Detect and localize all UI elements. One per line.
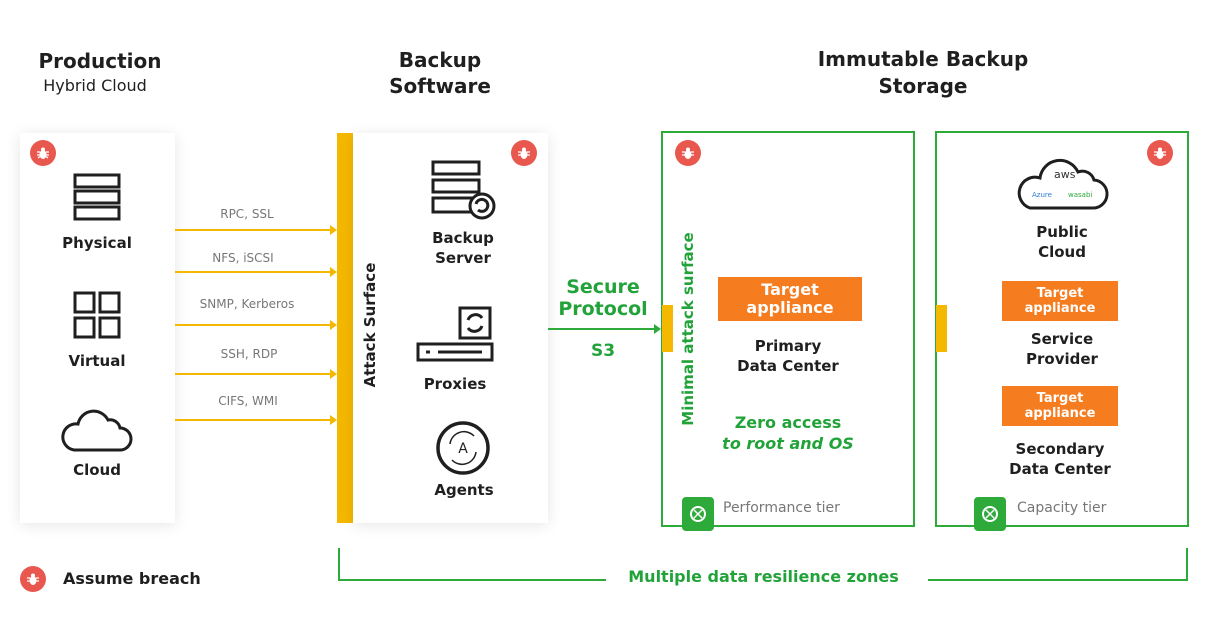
attack-surface-bar-small bbox=[936, 305, 947, 352]
minimal-attack-surface-label: Minimal attack surface bbox=[679, 232, 697, 426]
protocol-label: SNMP, Kerberos bbox=[199, 297, 295, 311]
arrow-head bbox=[654, 324, 661, 334]
wasabi-logo: wasabi bbox=[1068, 191, 1092, 199]
azure-logo: Azure bbox=[1032, 191, 1052, 199]
bug-icon bbox=[20, 566, 46, 592]
proxy-icon bbox=[416, 306, 494, 362]
storage-title-1: Immutable Backup bbox=[817, 47, 1029, 71]
service-provider-label-2: Provider bbox=[1026, 350, 1098, 368]
protocol-arrow bbox=[175, 267, 337, 277]
virtual-grid-icon bbox=[73, 291, 121, 339]
secure-protocol-arrow bbox=[548, 328, 656, 330]
physical-server-icon bbox=[73, 173, 121, 221]
backup-server-label-2: Server bbox=[435, 249, 491, 267]
production-card bbox=[20, 133, 175, 523]
performance-tier-label: Performance tier bbox=[723, 500, 840, 516]
protocol-arrow bbox=[175, 369, 337, 379]
primary-label-2: Data Center bbox=[737, 357, 839, 375]
backup-title-1: Backup bbox=[398, 48, 482, 72]
agent-icon: A bbox=[436, 421, 490, 475]
public-cloud-icon: aws Azure wasabi bbox=[1017, 158, 1109, 210]
protocol-label: RPC, SSL bbox=[220, 207, 274, 221]
bug-icon bbox=[1147, 140, 1173, 166]
production-subtitle: Hybrid Cloud bbox=[43, 76, 147, 95]
protocol-label: NFS, iSCSI bbox=[212, 251, 274, 265]
bracket-line bbox=[928, 579, 1188, 581]
zero-access-2: to root and OS bbox=[722, 434, 854, 453]
public-cloud-label-1: Public bbox=[1036, 223, 1088, 241]
agents-label: Agents bbox=[434, 481, 494, 499]
target-label-2: appliance bbox=[746, 298, 834, 317]
secure-label-1: Secure bbox=[566, 276, 640, 298]
service-provider-label-1: Service bbox=[1030, 330, 1094, 348]
vault-icon bbox=[682, 497, 714, 531]
protocol-label: SSH, RDP bbox=[220, 347, 278, 361]
bracket-line bbox=[1186, 548, 1188, 581]
protocol-arrow bbox=[175, 225, 337, 235]
primary-label-1: Primary bbox=[754, 337, 822, 355]
zero-access-1: Zero access bbox=[734, 413, 842, 432]
cloud-label: Cloud bbox=[73, 461, 121, 479]
backup-server-icon bbox=[431, 160, 496, 220]
target-label-2: appliance bbox=[1024, 301, 1096, 316]
protocol-arrow bbox=[175, 415, 337, 425]
secure-label-2: Protocol bbox=[558, 298, 648, 320]
secondary-dc-label-1: Secondary bbox=[1015, 440, 1105, 458]
attack-surface-bar bbox=[337, 133, 353, 523]
bug-icon bbox=[511, 140, 537, 166]
public-cloud-label-2: Cloud bbox=[1038, 243, 1086, 261]
protocol-arrow bbox=[175, 320, 337, 330]
backup-server-label-1: Backup bbox=[432, 229, 494, 247]
proxies-label: Proxies bbox=[423, 375, 487, 393]
capacity-tier-label: Capacity tier bbox=[1017, 500, 1107, 516]
production-title: Production bbox=[38, 49, 162, 73]
target-label-1: Target bbox=[761, 280, 819, 299]
svg-text:A: A bbox=[458, 441, 468, 457]
physical-label: Physical bbox=[62, 234, 132, 252]
vault-icon bbox=[974, 497, 1006, 531]
storage-title-2: Storage bbox=[878, 74, 968, 98]
attack-surface-bar-small bbox=[662, 305, 673, 352]
bracket-line bbox=[338, 579, 606, 581]
bug-icon bbox=[675, 140, 701, 166]
bracket-line bbox=[338, 548, 340, 581]
bug-icon bbox=[30, 140, 56, 166]
virtual-label: Virtual bbox=[68, 352, 126, 370]
cloud-icon bbox=[61, 409, 133, 452]
legend-assume-breach: Assume breach bbox=[63, 569, 201, 588]
target-label-1: Target bbox=[1036, 391, 1084, 406]
secondary-dc-label-2: Data Center bbox=[1009, 460, 1111, 478]
target-label-2: appliance bbox=[1024, 406, 1096, 421]
backup-title-2: Software bbox=[389, 74, 491, 98]
s3-label: S3 bbox=[590, 341, 616, 361]
aws-logo: aws bbox=[1054, 168, 1076, 181]
target-label-1: Target bbox=[1036, 286, 1084, 301]
resilience-zones-label: Multiple data resilience zones bbox=[628, 567, 899, 586]
performance-zone bbox=[661, 131, 915, 527]
protocol-label: CIFS, WMI bbox=[218, 394, 278, 408]
